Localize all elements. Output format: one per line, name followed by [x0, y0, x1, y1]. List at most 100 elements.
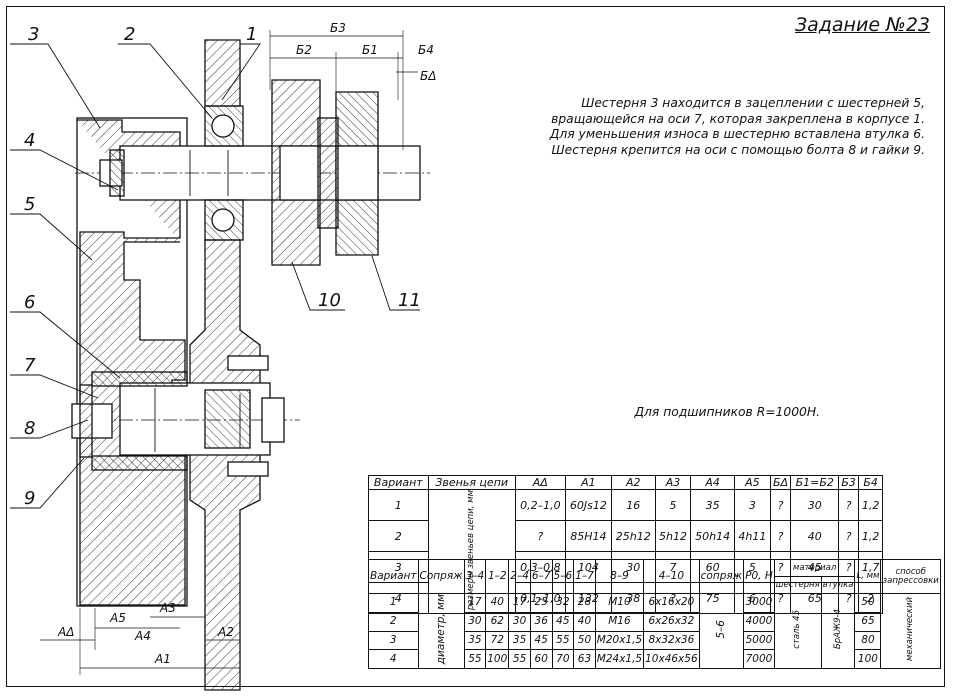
fit-value: 5–6 — [714, 619, 727, 639]
table-cell: 28 — [573, 593, 596, 613]
header-cell: A4 — [690, 475, 736, 490]
header-cell: A5 — [734, 475, 771, 490]
body-plate — [204, 39, 241, 107]
table-cell: 5 — [654, 488, 692, 522]
header-cell: 3–4 — [463, 559, 487, 594]
table-row: 4 55 100 55 60 70 63 M24x1,5 10x46x56 70… — [368, 649, 941, 670]
header-cell: втулка — [820, 576, 856, 594]
table-cell: 8x32x36 — [643, 630, 700, 651]
dim-B4: Б4 — [418, 43, 434, 57]
table-cell: 4h11 — [734, 520, 771, 553]
housing-outline — [76, 117, 188, 607]
header-cell: сопряж — [698, 559, 745, 594]
header-cell: A3 — [654, 475, 692, 490]
table-cell: ? — [769, 488, 792, 522]
table-cell: M20x1,5 — [594, 630, 645, 651]
table-cell: 32 — [551, 593, 575, 613]
table-cell: ? — [769, 520, 792, 553]
material-bushing: БрАЖ9-4 — [832, 609, 843, 650]
table-cell: 40 — [485, 593, 510, 613]
description-line: Шестерня крепится на оси с помощью болта… — [551, 142, 925, 157]
material-cell: сталь 45 — [773, 592, 822, 670]
header-cell: 4–10 — [643, 559, 700, 594]
header-cell: 1–7 — [573, 559, 596, 594]
table-cell: 70 — [551, 649, 575, 670]
header-cell: P0, H — [743, 559, 775, 594]
table-row: 1 размеры звеньев цепи, мм 0,2–1,0 60Js1… — [368, 488, 883, 615]
table-cell: ? — [838, 520, 860, 553]
bushing — [91, 371, 188, 387]
table-cell: 50 — [854, 593, 882, 613]
axle-collar — [204, 389, 251, 449]
table-cell: 40 — [573, 611, 596, 632]
material-cell: БрАЖ9-4 — [820, 592, 856, 670]
dim-A2: A2 — [217, 625, 234, 639]
part-number-8: 8 — [24, 418, 35, 439]
table-cell: 1,2 — [858, 488, 883, 522]
table-cell: 55 — [463, 649, 487, 670]
table-cell: 35 — [508, 630, 531, 651]
press-method-cell: механический — [880, 592, 941, 670]
variant-cell: 1 — [368, 488, 429, 522]
header-cell: Сопряж — [417, 559, 465, 594]
header-cell: 6–7 — [529, 559, 553, 594]
table-row: 2 30 62 30 36 45 40 M16 6x26x32 4000 65 — [368, 611, 941, 632]
bearing-load-note: Для подшипников R=1000H. — [634, 405, 820, 419]
table-cell: 25 — [529, 593, 553, 613]
header-cell: Б3 — [838, 475, 860, 490]
table-cell: M24x1,5 — [594, 649, 645, 670]
fit-parameters-table: Вариант Сопряж 3–4 1–2 2–4 6–7 5–6 1–7 8… — [368, 559, 941, 670]
table-cell: 3000 — [743, 593, 775, 613]
description-line: вращающейся на оси 7, которая закреплена… — [551, 111, 925, 126]
table-row: 1 диаметр, мм 17 40 17 25 32 28 M10 6x16… — [368, 592, 941, 670]
table-cell: 50 — [573, 630, 596, 651]
table-cell: 100 — [854, 649, 882, 670]
press-method: механический — [905, 597, 916, 662]
dim-A1: A1 — [154, 652, 171, 666]
table-cell: 17 — [508, 593, 531, 613]
header-cell: материал — [773, 559, 856, 577]
header-cell: A2 — [610, 475, 656, 490]
table-cell: ? — [838, 488, 860, 522]
table-cell: 63 — [573, 649, 596, 670]
side-label-cell: диаметр, мм — [417, 592, 465, 670]
table-cell: 40 — [790, 520, 840, 553]
table-cell: 72 — [485, 630, 510, 651]
header-cell: 8–9 — [594, 559, 645, 594]
header-cell: шестерня — [773, 576, 822, 594]
part-number-6: 6 — [24, 292, 35, 313]
side-label: диаметр, мм — [434, 594, 447, 665]
table-cell: 4000 — [743, 611, 775, 632]
description-line: Шестерня 3 находится в зацеплении с шест… — [581, 96, 925, 110]
part-number-9: 9 — [24, 488, 35, 509]
part-number-11: 11 — [398, 290, 421, 311]
dim-B3: Б3 — [330, 21, 346, 35]
header-cell: L, мм — [854, 559, 882, 594]
dim-BD: БΔ — [420, 69, 436, 83]
table-cell: ? — [514, 520, 566, 553]
table-cell: 55 — [508, 649, 531, 670]
table-cell: 60 — [529, 649, 553, 670]
dim-B1: Б1 — [362, 43, 378, 57]
table-cell: 80 — [854, 630, 882, 651]
table-cell: 0,2–1,0 — [514, 488, 566, 522]
header-cell: способ запрессовки — [880, 559, 941, 594]
description-line: Для уменьшения износа в шестерню вставле… — [549, 127, 925, 141]
header-cell: 5–6 — [551, 559, 575, 594]
table-cell: 16 — [610, 488, 656, 522]
table-header-row: Вариант Сопряж 3–4 1–2 2–4 6–7 5–6 1–7 8… — [368, 559, 941, 594]
header-cell: Вариант — [368, 475, 429, 490]
table-cell: 30 — [508, 611, 531, 632]
axle-nut — [261, 397, 285, 443]
table-cell: 36 — [529, 611, 553, 632]
table-cell: 10x46x56 — [643, 649, 700, 670]
table-cell: 5h12 — [654, 520, 692, 553]
table-cell: 6x26x32 — [643, 611, 700, 632]
header-cell: Б1=Б2 — [790, 475, 840, 490]
table-cell: 5000 — [743, 630, 775, 651]
part-number-7: 7 — [24, 355, 36, 376]
assignment-title: Задание №23 — [794, 14, 930, 36]
table-cell: 60Js12 — [564, 488, 612, 522]
table-cell: 100 — [485, 649, 510, 670]
